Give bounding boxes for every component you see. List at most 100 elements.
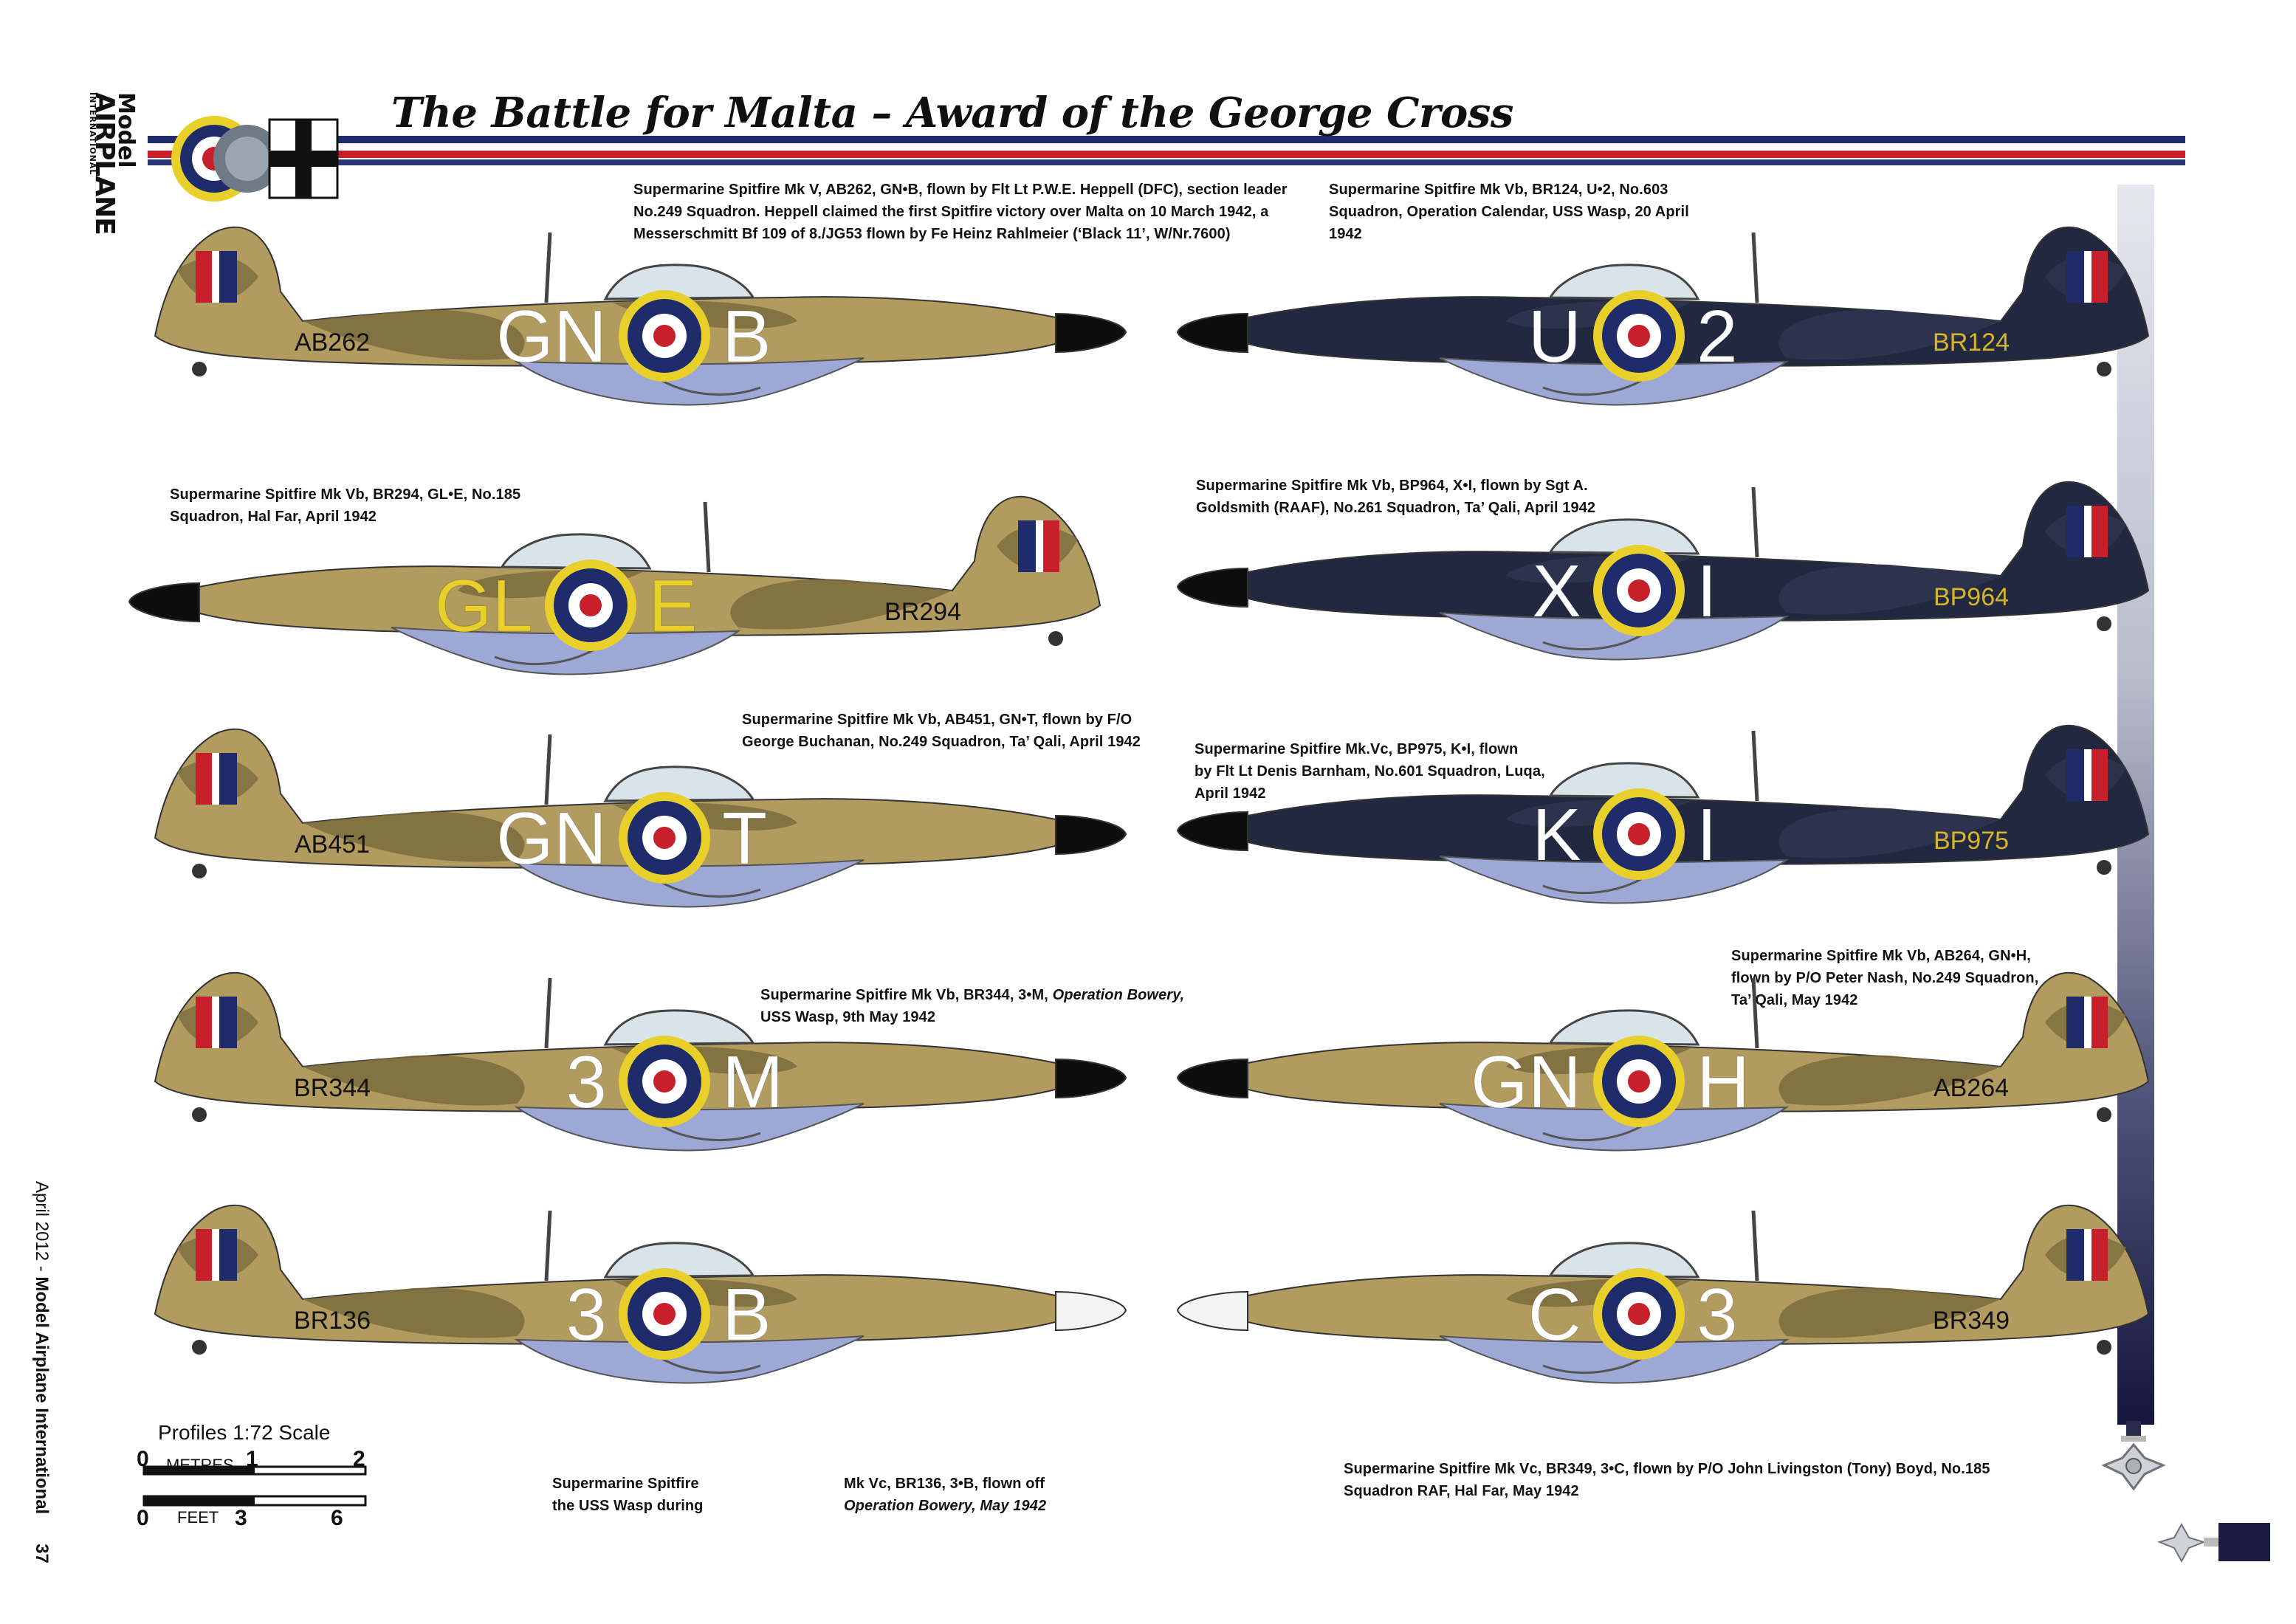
caption-line: Supermarine Spitfire Mk Vb, BP964, X•I, … xyxy=(1196,478,1588,494)
antenna-mast xyxy=(1751,232,1759,303)
caption-line: Supermarine Spitfire Mk.Vc, BP975, K•I, … xyxy=(1195,741,1519,757)
serial-number: BR136 xyxy=(294,1307,371,1335)
roundel-red xyxy=(653,1303,676,1325)
fin-flash-red xyxy=(1043,520,1059,572)
fin-flash-red xyxy=(196,1229,212,1281)
caption-ab264: Supermarine Spitfire Mk Vb, AB264, GN•H,… xyxy=(1731,945,2038,1011)
spinner xyxy=(128,582,200,623)
caption-ab451: Supermarine Spitfire Mk Vb, AB451, GN•T,… xyxy=(742,709,1141,753)
roundel-red xyxy=(653,325,676,347)
fin-flash-white xyxy=(212,1229,219,1281)
code-letters-left: GN xyxy=(496,797,607,880)
code-letters-right: I xyxy=(1697,550,1717,633)
header-stripes xyxy=(148,136,2185,165)
canopy xyxy=(500,533,652,570)
fin-flash-red xyxy=(2092,749,2108,801)
scale-feet-3: 3 xyxy=(235,1506,247,1530)
canopy xyxy=(1548,762,1700,799)
code-letters-right: M xyxy=(722,1041,783,1124)
fin-flash-red xyxy=(196,251,212,303)
antenna-mast xyxy=(1751,1210,1759,1281)
tail-wheel xyxy=(192,864,207,878)
fin-flash-red xyxy=(196,997,212,1048)
caption-line: Squadron, Hal Far, April 1942 xyxy=(170,509,377,525)
caption-text: Supermarine Spitfire Mk Vb, BR344, 3•M, xyxy=(760,987,1053,1003)
page-footer: April 2012 - Model Airplane Internationa… xyxy=(31,1181,52,1563)
fin-flash-blue xyxy=(219,1229,237,1281)
logo-line-international: INTERNATIONAL xyxy=(88,92,97,176)
scale-feet-6: 6 xyxy=(331,1506,343,1530)
caption-line: the USS Wasp during xyxy=(552,1498,704,1514)
caption-italic: Operation Bowery, xyxy=(1052,987,1185,1003)
camo-blotch xyxy=(1778,309,2001,360)
roundel-red xyxy=(653,1070,676,1093)
tail-wheel xyxy=(2097,1340,2111,1355)
code-letters-left: K xyxy=(1532,794,1581,876)
camo-blotch xyxy=(730,579,952,630)
caption-line: Ta’ Qali, May 1942 xyxy=(1731,992,1858,1008)
roundel-red xyxy=(653,827,676,849)
fin-flash-blue xyxy=(1018,520,1036,572)
fin-flash-blue xyxy=(2066,506,2084,557)
roundel-red xyxy=(580,594,602,616)
serial-number: BP964 xyxy=(1934,583,2009,611)
canopy xyxy=(603,765,755,802)
code-letters-right: 2 xyxy=(1697,295,1738,378)
serial-number: AB264 xyxy=(1934,1074,2009,1102)
fin-flash-blue xyxy=(2066,251,2084,303)
spinner xyxy=(1055,814,1127,856)
caption-line: Messerschmitt Bf 109 of 8./JG53 flown by… xyxy=(633,226,1231,242)
spinner xyxy=(1176,567,1248,608)
caption-line: Supermarine Spitfire Mk Vb, AB451, GN•T,… xyxy=(742,712,1132,728)
serial-number: BP975 xyxy=(1934,827,2009,855)
roundel-red xyxy=(1628,325,1650,347)
spinner xyxy=(1176,1058,1248,1099)
scale-bars xyxy=(142,1465,367,1507)
code-letters-left: GL xyxy=(435,565,533,647)
code-letters-right: E xyxy=(648,565,698,647)
caption-line: Supermarine Spitfire xyxy=(552,1476,699,1492)
caption-bp975: Supermarine Spitfire Mk.Vc, BP975, K•I, … xyxy=(1195,738,1545,805)
canopy xyxy=(1548,1242,1700,1279)
antenna-mast xyxy=(544,977,552,1049)
canopy xyxy=(603,264,755,300)
scale-metres-label: METRES xyxy=(166,1456,234,1474)
caption-line: Squadron, Operation Calendar, USS Wasp, … xyxy=(1329,204,1689,220)
scale-metres-0: 0 xyxy=(137,1447,149,1471)
antenna-mast xyxy=(1751,486,1759,558)
spinner xyxy=(1055,1058,1127,1099)
scale-feet-label: FEET xyxy=(177,1508,219,1527)
spinner xyxy=(1055,312,1127,354)
fin-flash-blue xyxy=(219,753,237,805)
camo-blotch xyxy=(1778,564,2001,615)
code-letters-right: H xyxy=(1697,1041,1750,1124)
caption-line: Supermarine Spitfire Mk Vb, BR124, U•2, … xyxy=(1329,182,1668,198)
tail-wheel xyxy=(192,1107,207,1122)
serial-number: BR124 xyxy=(1933,328,2010,357)
caption-br124: Supermarine Spitfire Mk Vb, BR124, U•2, … xyxy=(1329,179,1689,245)
roundel-red xyxy=(1628,1303,1650,1325)
header-emblem xyxy=(171,116,339,202)
serial-number: BR344 xyxy=(294,1074,371,1102)
george-cross-medal-icon xyxy=(2101,1421,2166,1491)
fin-flash-red xyxy=(2092,997,2108,1048)
camo-blotch xyxy=(1778,1287,2001,1338)
antenna-mast xyxy=(1751,977,1759,1049)
caption-line: Mk Vc, BR136, 3•B, flown off xyxy=(844,1476,1045,1492)
caption-line: by Flt Lt Denis Barnham, No.601 Squadron… xyxy=(1195,763,1545,780)
camo-blotch xyxy=(303,1287,525,1338)
caption-line: Supermarine Spitfire Mk Vc, BR349, 3•C, … xyxy=(1344,1461,1990,1477)
antenna-mast xyxy=(544,734,552,805)
tail-wheel xyxy=(2097,860,2111,875)
caption-line: Supermarine Spitfire Mk V, AB262, GN•B, … xyxy=(633,182,1288,198)
fin-flash-blue xyxy=(2066,997,2084,1048)
serial-number: AB262 xyxy=(295,328,370,357)
camo-blotch xyxy=(303,309,525,360)
serial-number: BR349 xyxy=(1933,1307,2010,1335)
caption-line: Operation Bowery, May 1942 xyxy=(844,1498,1047,1514)
